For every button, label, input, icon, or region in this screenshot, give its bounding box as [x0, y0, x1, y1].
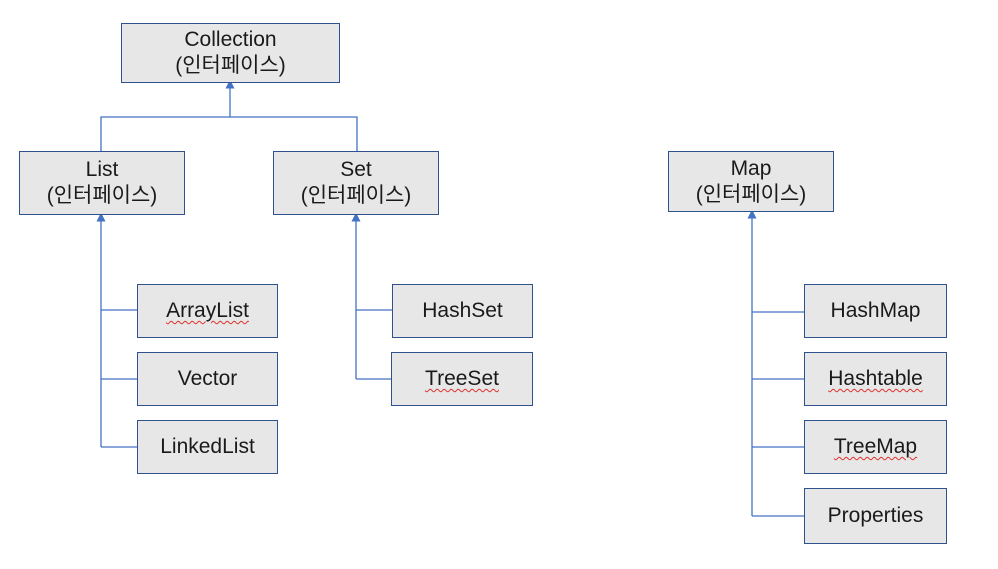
collection-node: Collection (인터페이스) [121, 23, 340, 83]
list-interface-label: (인터페이스) [46, 184, 158, 207]
set-title: Set [340, 158, 372, 181]
properties-label: Properties [827, 504, 924, 527]
collection-interface-label: (인터페이스) [175, 54, 286, 77]
linkedlist-label: LinkedList [160, 435, 255, 458]
vector-node: Vector [137, 352, 278, 406]
hashtable-node: Hashtable [804, 352, 947, 406]
set-node: Set (인터페이스) [273, 151, 439, 215]
hashset-node: HashSet [392, 284, 533, 338]
map-interface-label: (인터페이스) [695, 182, 807, 206]
list-title: List [85, 158, 119, 181]
vector-label: Vector [177, 367, 238, 390]
collection-title: Collection [184, 28, 277, 51]
map-node: Map (인터페이스) [668, 151, 834, 212]
properties-node: Properties [804, 488, 947, 544]
hashmap-label: HashMap [830, 299, 921, 322]
treeset-node: TreeSet [391, 352, 533, 406]
hashset-label: HashSet [422, 299, 503, 322]
treeset-label: TreeSet [425, 367, 499, 390]
arraylist-label: ArrayList [166, 299, 249, 322]
treemap-node: TreeMap [804, 420, 947, 474]
hashtable-label: Hashtable [828, 367, 923, 390]
map-title: Map [730, 156, 772, 180]
list-node: List (인터페이스) [19, 151, 185, 215]
linkedlist-node: LinkedList [137, 420, 278, 474]
hashmap-node: HashMap [804, 284, 947, 338]
arraylist-node: ArrayList [137, 284, 278, 338]
set-interface-label: (인터페이스) [300, 184, 412, 207]
treemap-label: TreeMap [833, 435, 918, 458]
edge-list-to-collection [100, 116, 358, 151]
